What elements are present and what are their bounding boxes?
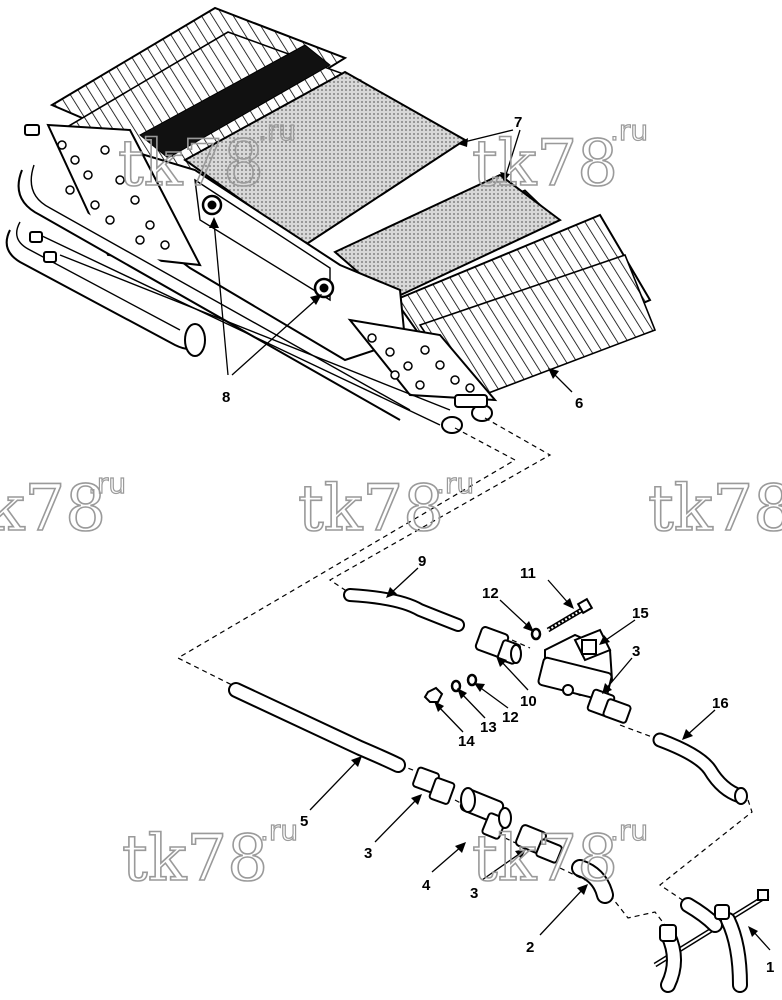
- callout-13: 13: [480, 719, 497, 736]
- watermark-3-suffix: .ru: [88, 467, 126, 500]
- coil-manifold-tube-1: [17, 169, 401, 421]
- bolt-11: [546, 597, 594, 633]
- coil-side-plate-inner: [194, 178, 331, 302]
- watermark-3: tk78: [0, 472, 106, 546]
- manifold-1: [653, 889, 770, 993]
- fitting-3-lower-right: [515, 824, 563, 864]
- elbow-2: [571, 859, 614, 904]
- valve-15: [537, 628, 614, 702]
- fitting-10: [474, 626, 522, 665]
- callout-14: 14: [458, 733, 475, 750]
- washers-and-nut: [423, 627, 542, 703]
- coil-drain-pipe-b: [16, 221, 181, 331]
- watermark-6-suffix: .ru: [260, 814, 298, 847]
- callout-1: 1: [766, 959, 774, 976]
- heat-exchanger-coil: [5, 6, 657, 434]
- coil-manifold-tube-1b: [30, 164, 411, 411]
- watermark-2: tk78: [472, 127, 618, 201]
- callout-9: 9: [418, 553, 426, 570]
- coil-tube-ends-right: [367, 333, 475, 393]
- callout-12a: 12: [482, 585, 499, 602]
- coil-tube-ends-left: [57, 140, 170, 250]
- watermark-1: tk78: [118, 127, 264, 201]
- fitting-3-upper: [586, 688, 632, 724]
- callout-3c: 3: [470, 885, 478, 902]
- hose-9: [343, 588, 465, 632]
- callout-15: 15: [632, 605, 649, 622]
- hose-5: [228, 682, 406, 773]
- callout-4: 4: [422, 877, 431, 894]
- callout-12b: 12: [502, 709, 519, 726]
- coil-tube-sheet-left: [46, 123, 202, 267]
- tee-fitting-4: [459, 787, 512, 840]
- watermark-7-suffix: .ru: [610, 814, 648, 847]
- callout-7: 7: [514, 114, 522, 131]
- hose-16: [652, 732, 748, 805]
- watermark-4: tk78: [298, 472, 444, 546]
- fitting-3-lower-left: [412, 766, 456, 805]
- watermark-4-suffix: .ru: [436, 467, 474, 500]
- callout-8: 8: [222, 389, 230, 406]
- watermark-2-suffix: .ru: [610, 114, 648, 147]
- callout-5: 5: [300, 813, 308, 830]
- callout-2: 2: [526, 939, 534, 956]
- callout-3b: 3: [364, 845, 372, 862]
- callout-10: 10: [520, 693, 537, 710]
- callout-3a: 3: [632, 643, 640, 660]
- callout-11: 11: [520, 565, 536, 582]
- watermark-1-suffix: .ru: [258, 114, 296, 147]
- callout-16: 16: [712, 695, 729, 712]
- watermark-7: tk78: [472, 822, 618, 896]
- watermark-6: tk78: [122, 822, 268, 896]
- watermarks: tk78 .ru tk78 .ru tk78 .ru tk78 .ru tk78…: [0, 113, 782, 896]
- coil-black-bar-top: [139, 44, 331, 159]
- callout-6: 6: [575, 395, 583, 412]
- coil-manifold-tube-3: [59, 254, 451, 411]
- coil-manifold-tube-2: [39, 234, 441, 426]
- callouts: 7 8 6 9 11 12 15 3 10 12 13 14 16 5 3 4 …: [222, 114, 774, 976]
- watermark-5: tk78: [648, 472, 782, 546]
- leader-lines: [209, 129, 771, 951]
